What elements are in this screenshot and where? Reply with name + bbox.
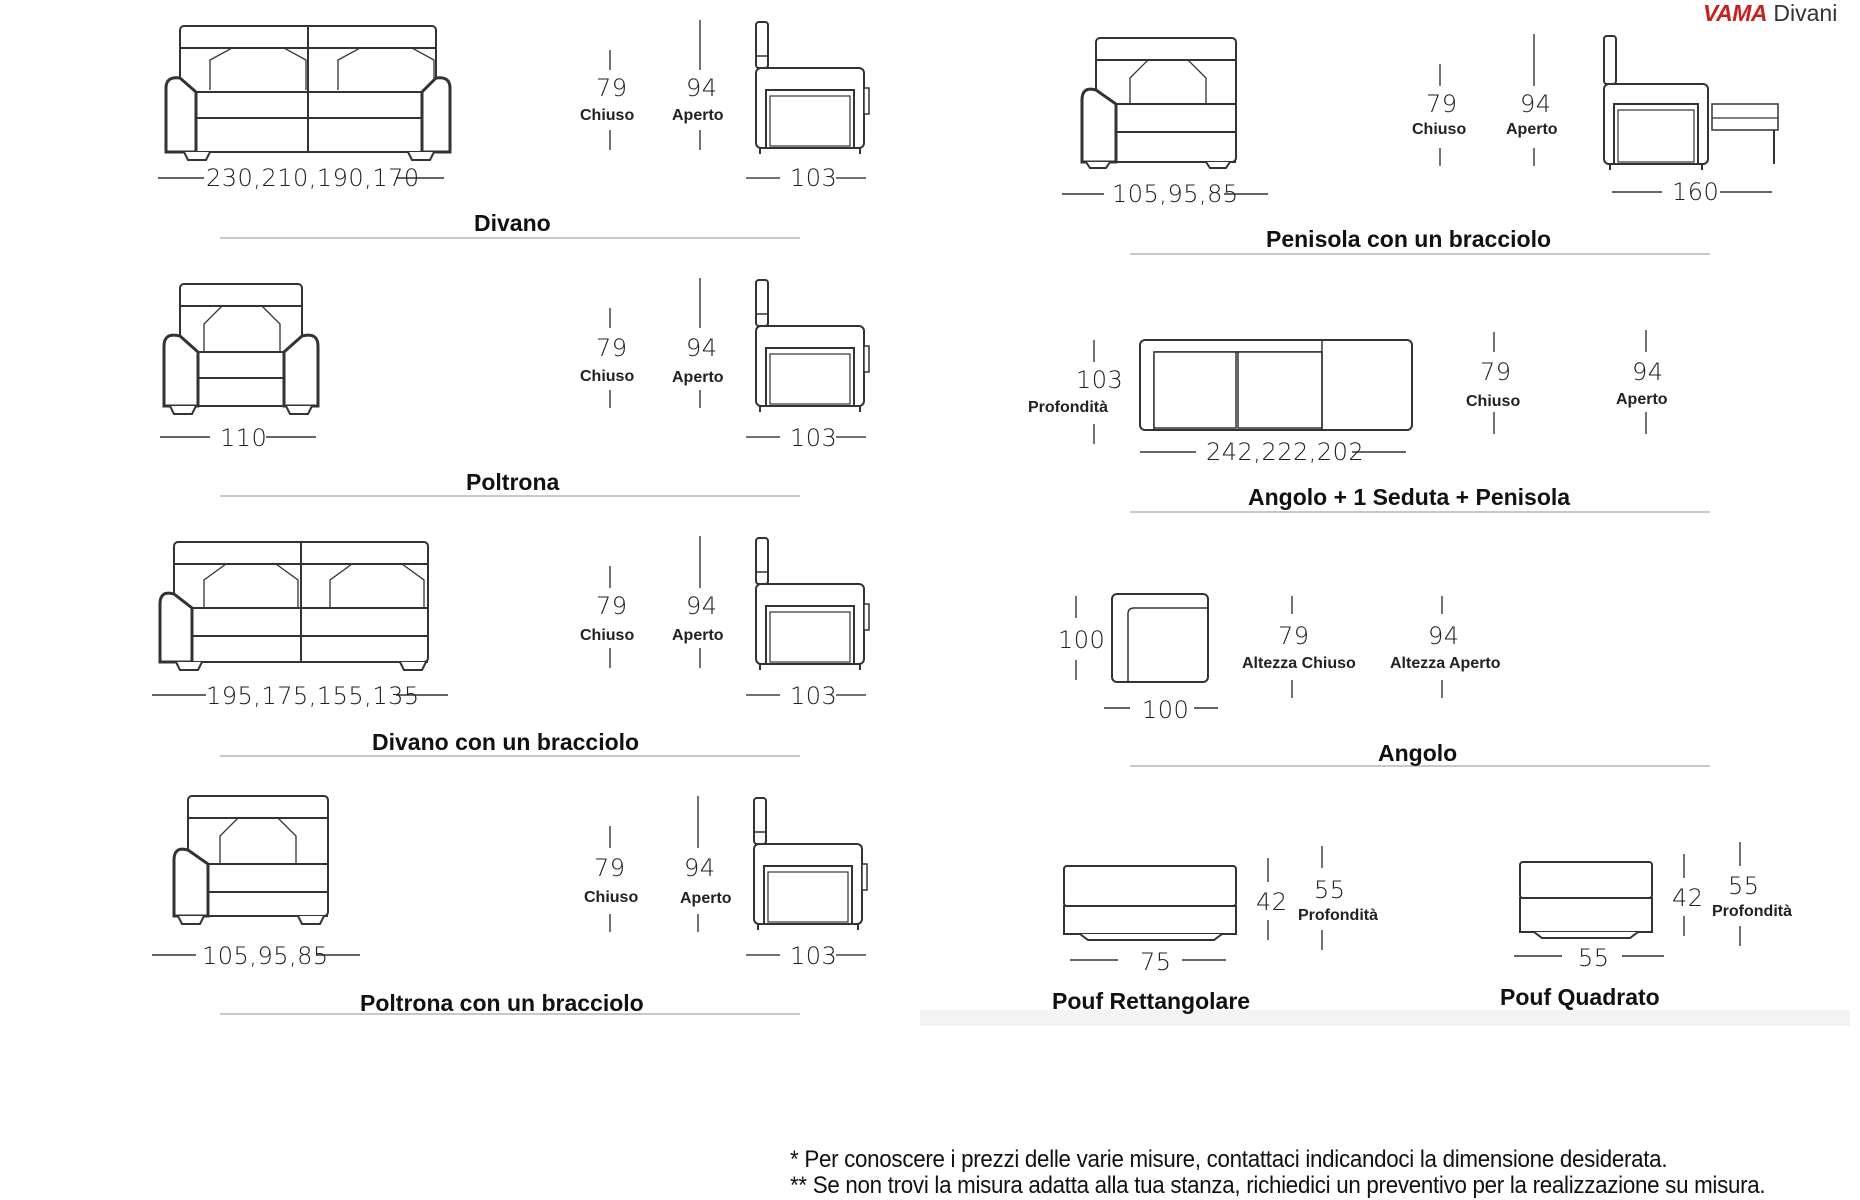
poltrona-bracciolo-h-closed: 79 — [594, 854, 626, 882]
pouf-quad-height: 42 — [1672, 884, 1704, 912]
poltrona-depth: 103 — [790, 424, 838, 452]
penisola-h-closed: 79 — [1426, 90, 1458, 118]
pouf-rett-height: 42 — [1256, 888, 1288, 916]
angolo-seduta-closed-label: Chiuso — [1466, 393, 1521, 410]
penisola-h-open: 94 — [1520, 90, 1552, 118]
angolo-seduta-h-open: 94 — [1632, 358, 1664, 386]
angolo-open-label: Altezza Aperto — [1390, 655, 1501, 672]
angolo-seduta-open-label: Aperto — [1616, 391, 1668, 408]
poltrona-width: 110 — [220, 424, 268, 452]
poltrona-bracciolo-width: 105,95,85 — [202, 942, 329, 970]
angolo-title: Angolo — [1378, 740, 1458, 766]
divano-closed-label: Chiuso — [580, 107, 635, 124]
pouf-rett-depth-label: Profondità — [1298, 907, 1378, 924]
penisola-closed-label: Chiuso — [1412, 121, 1467, 138]
divano-h-closed: 79 — [596, 74, 628, 102]
divano-bracciolo-h-closed: 79 — [596, 592, 628, 620]
poltrona-h-open: 94 — [686, 334, 718, 362]
note-custom: ** Se non trovi la misura adatta alla tu… — [790, 1172, 1766, 1199]
angolo-width: 100 — [1142, 696, 1190, 724]
divano-open-label: Aperto — [672, 107, 724, 124]
angolo-seduta-h-closed: 79 — [1480, 358, 1512, 386]
pouf-rett-width: 75 — [1140, 948, 1172, 976]
penisola-width: 105,95,85 — [1112, 180, 1239, 208]
divano-bracciolo-width: 195,175,155,135 — [206, 682, 420, 710]
penisola-open-label: Aperto — [1506, 121, 1558, 138]
pouf-rett-depth: 55 — [1314, 876, 1346, 904]
divano-bracciolo-open-label: Aperto — [672, 627, 724, 644]
angolo-closed-label: Altezza Chiuso — [1242, 655, 1356, 672]
angolo-seduta-depth-label: Profondità — [1028, 399, 1108, 416]
pouf-quad-title: Pouf Quadrato — [1500, 984, 1660, 1010]
poltrona-open-label: Aperto — [672, 369, 724, 386]
poltrona-bracciolo-h-open: 94 — [684, 854, 716, 882]
penisola-title: Penisola con un bracciolo — [1266, 226, 1552, 252]
poltrona-bracciolo-closed-label: Chiuso — [584, 889, 639, 906]
angolo-h-open: 94 — [1428, 622, 1460, 650]
vama-logo: VAMA Divani — [1703, 0, 1837, 27]
divano-title: Divano — [474, 210, 551, 236]
poltrona-closed-label: Chiuso — [580, 368, 635, 385]
divano-bracciolo-closed-label: Chiuso — [580, 627, 635, 644]
poltrona-bracciolo-title: Poltrona con un bracciolo — [360, 990, 644, 1016]
logo-brand: VAMA — [1703, 0, 1768, 26]
angolo-seduta-title: Angolo + 1 Seduta + Penisola — [1248, 484, 1571, 510]
angolo-seduta-depth: 103 — [1076, 366, 1124, 394]
poltrona-bracciolo-depth: 103 — [790, 942, 838, 970]
poltrona-title: Poltrona — [466, 469, 560, 495]
pouf-quad-depth-label: Profondità — [1712, 903, 1792, 920]
pouf-quad-width: 55 — [1578, 944, 1610, 972]
divano-h-open: 94 — [686, 74, 718, 102]
angolo-seduta-width: 242,222,202 — [1206, 438, 1365, 466]
poltrona-h-closed: 79 — [596, 334, 628, 362]
angolo-h-closed: 79 — [1278, 622, 1310, 650]
pouf-rett-title: Pouf Rettangolare — [1052, 988, 1251, 1014]
penisola-depth: 160 — [1672, 178, 1720, 206]
angolo-depth: 100 — [1058, 626, 1106, 654]
divano-width: 230,210,190,170 — [206, 164, 420, 192]
divano-bracciolo-h-open: 94 — [686, 592, 718, 620]
pouf-quad-depth: 55 — [1728, 872, 1760, 900]
divano-bracciolo-title: Divano con un bracciolo — [372, 729, 640, 755]
divano-bracciolo-depth: 103 — [790, 682, 838, 710]
poltrona-bracciolo-open-label: Aperto — [680, 890, 732, 907]
logo-sub: Divani — [1773, 0, 1838, 26]
divano-depth: 103 — [790, 164, 838, 192]
note-prices: * Per conoscere i prezzi delle varie mis… — [790, 1146, 1668, 1173]
